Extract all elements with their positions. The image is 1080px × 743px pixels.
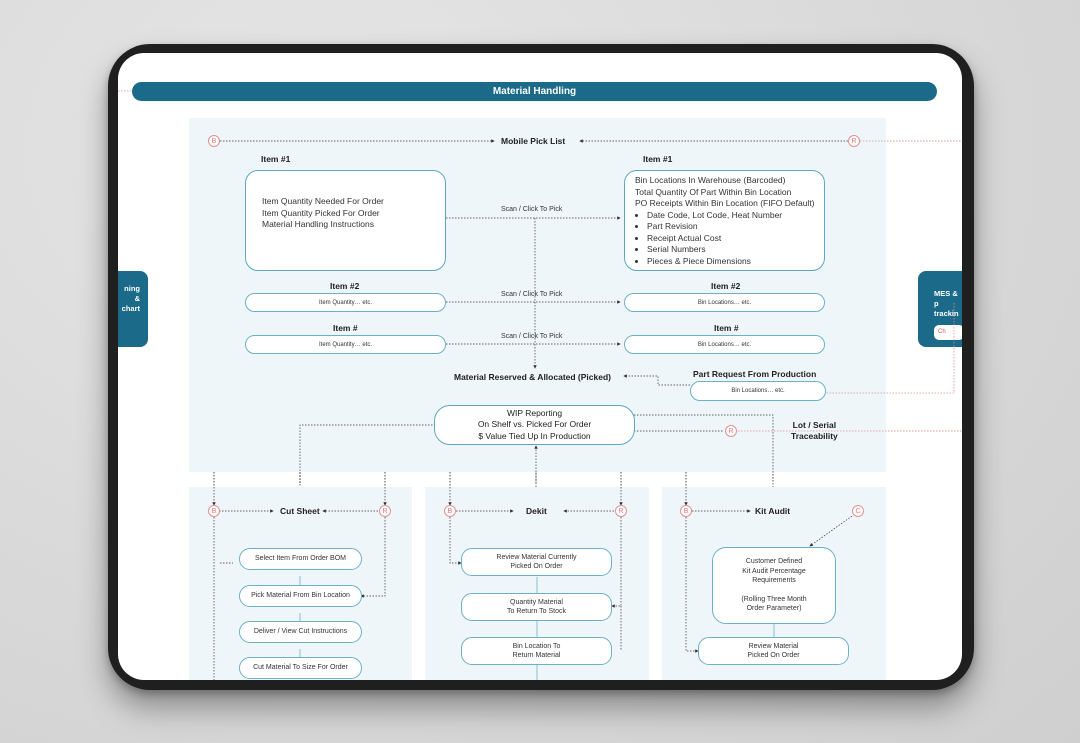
cut-step-2[interactable]: Pick Material From Bin Location <box>239 585 362 607</box>
node-r-lot-serial: R <box>725 425 737 437</box>
bullet-date-code: Date Code, Lot Code, Heat Number <box>647 210 824 222</box>
part-request-label: Part Request From Production <box>693 369 817 379</box>
item2-left-title: Item #2 <box>330 281 360 291</box>
scan-label-2: Scan / Click To Pick <box>501 291 563 298</box>
itemn-right-title: Item # <box>714 323 739 333</box>
wip-reporting-box[interactable]: WIP Reporting On Shelf vs. Picked For Or… <box>434 405 635 445</box>
node-b-pick-list: B <box>208 135 220 147</box>
item1-left-box[interactable]: Item Quantity Needed For Order Item Quan… <box>245 170 446 271</box>
node-r-pick-list: R <box>848 135 860 147</box>
item1-right-bullets: Date Code, Lot Code, Heat Number Part Re… <box>635 210 824 268</box>
scan-label-3: Scan / Click To Pick <box>501 333 563 340</box>
dekit-step-1[interactable]: Review Material Currently Picked On Orde… <box>461 548 612 576</box>
itemn-right-box[interactable]: Bin Locations… etc. <box>624 335 825 354</box>
node-b-dekit: B <box>444 505 456 517</box>
item1-right-line-2: Total Quantity Of Part Within Bin Locati… <box>635 186 792 197</box>
left-tab-line1: ning & <box>124 284 140 303</box>
cut-step-3[interactable]: Deliver / View Cut Instructions <box>239 621 362 643</box>
tablet-screen: Material Handling ning & chart MES & p t… <box>118 53 962 680</box>
itemn-left-title: Item # <box>333 323 358 333</box>
item1-right-line-3: PO Receipts Within Bin Location (FIFO De… <box>635 198 815 208</box>
kit-audit-step-2[interactable]: Review Material Picked On Order <box>698 637 849 665</box>
bullet-part-revision: Part Revision <box>647 221 824 233</box>
dekit-step-3[interactable]: Bin Location To Return Material <box>461 637 612 665</box>
connector-lines-top <box>212 139 962 680</box>
item2-right-title: Item #2 <box>711 281 741 291</box>
node-r-dekit: R <box>615 505 627 517</box>
material-handling-title-bar: Material Handling <box>132 82 937 101</box>
cut-sheet-title: Cut Sheet <box>280 506 320 516</box>
item1-left-line-2: Item Quantity Picked For Order <box>262 207 380 218</box>
cut-step-1[interactable]: Select Item From Order BOM <box>239 548 362 570</box>
dekit-step-2[interactable]: Quantity Material To Return To Stock <box>461 593 612 621</box>
bullet-serial-numbers: Serial Numbers <box>647 244 824 256</box>
kit-audit-title: Kit Audit <box>755 506 791 516</box>
item1-left-line-3: Material Handling Instructions <box>262 219 374 229</box>
material-reserved-label: Material Reserved & Allocated (Picked) <box>454 372 611 382</box>
node-c-kit-audit: C <box>852 505 864 517</box>
item1-left-line-1: Item Quantity Needed For Order <box>262 196 384 206</box>
bullet-receipt-cost: Receipt Actual Cost <box>647 233 824 245</box>
scan-label-1: Scan / Click To Pick <box>501 206 563 213</box>
lot-serial-label: Lot / Serial Traceability <box>791 420 838 441</box>
right-tab-line1: MES & p <box>934 289 958 308</box>
cut-sheet-panel <box>189 487 412 680</box>
item2-right-box[interactable]: Bin Locations… etc. <box>624 293 825 312</box>
itemn-left-box[interactable]: Item Quantity… etc. <box>245 335 446 354</box>
cut-step-4[interactable]: Cut Material To Size For Order <box>239 657 362 679</box>
node-r-cut-sheet: R <box>379 505 391 517</box>
item1-left-title: Item #1 <box>261 154 291 164</box>
dekit-title: Dekit <box>526 506 547 516</box>
left-side-tab[interactable]: ning & chart <box>118 271 148 347</box>
right-side-tab[interactable]: MES & p trackin Ch <box>918 271 962 347</box>
node-b-cut-sheet: B <box>208 505 220 517</box>
kit-audit-step-1[interactable]: Customer Defined Kit Audit Percentage Re… <box>712 547 836 624</box>
right-tab-line2: trackin <box>934 309 959 318</box>
node-b-kit-audit: B <box>680 505 692 517</box>
bullet-pieces: Pieces & Piece Dimensions <box>647 256 824 268</box>
mobile-pick-list-title: Mobile Pick List <box>501 136 566 146</box>
item1-right-box[interactable]: Bin Locations In Warehouse (Barcoded) To… <box>624 170 825 271</box>
part-request-box[interactable]: Bin Locations… etc. <box>690 381 826 401</box>
item1-right-line-1: Bin Locations In Warehouse (Barcoded) <box>635 175 786 185</box>
right-tab-button[interactable]: Ch <box>934 325 962 340</box>
item1-right-title: Item #1 <box>643 154 673 164</box>
left-tab-line2: chart <box>121 304 140 313</box>
item2-left-box[interactable]: Item Quantity… etc. <box>245 293 446 312</box>
